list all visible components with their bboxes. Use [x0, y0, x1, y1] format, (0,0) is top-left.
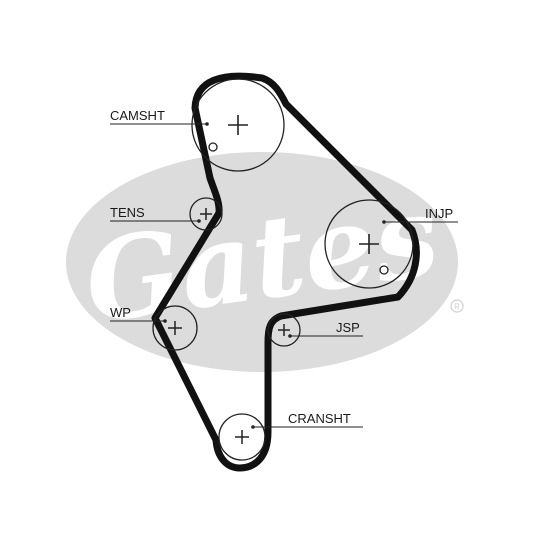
- injection-pump-pulley: [324, 199, 414, 289]
- leader-lines: [110, 122, 458, 429]
- camshaft-pulley-circle: [191, 78, 285, 172]
- water-pump-pulley-circle: [152, 305, 198, 351]
- tensioner-pulley: [189, 197, 223, 231]
- jockey-center-cross-icon: [278, 324, 290, 336]
- injection-pump-timing-mark-icon: [379, 265, 389, 275]
- tensioner-label: TENS: [110, 205, 145, 220]
- tensioner-center-cross-icon: [200, 208, 212, 220]
- crankshaft-pulley-circle: [218, 413, 266, 461]
- registered-mark-circle: [450, 299, 464, 313]
- jockey-label: JSP: [336, 320, 360, 335]
- watermark-ellipse: [66, 152, 458, 372]
- crankshaft-leader-dot: [251, 425, 255, 429]
- water-pump-pulley: [152, 305, 198, 351]
- camshaft-label: CAMSHT: [110, 108, 165, 123]
- registered-mark-icon: R: [454, 303, 460, 312]
- camshaft-pulley: [191, 78, 285, 172]
- camshaft-timing-mark-icon: [208, 142, 218, 152]
- camshaft-center-cross-icon: [228, 115, 248, 135]
- camshaft-leader-dot: [205, 122, 209, 126]
- jockey-leader-dot: [288, 334, 292, 338]
- timing-belt: [151, 72, 420, 472]
- injection-pump-pulley-circle: [324, 199, 414, 289]
- water-pump-leader-dot: [163, 319, 167, 323]
- tensioner-pulley-circle: [189, 197, 223, 231]
- tensioner-leader-dot: [197, 219, 201, 223]
- water-pump-center-cross-icon: [168, 321, 182, 335]
- crankshaft-label: CRANSHT: [288, 411, 351, 426]
- water-pump-label: WP: [110, 305, 131, 320]
- jockey-pulley-circle: [267, 313, 301, 347]
- jockey-pulley: [267, 313, 301, 347]
- crankshaft-pulley: [218, 413, 266, 461]
- injection-pump-label: INJP: [425, 206, 453, 221]
- crankshaft-center-cross-icon: [235, 430, 249, 444]
- injection-pump-center-cross-icon: [359, 234, 379, 254]
- gates-watermark: Gates R: [66, 152, 464, 372]
- injection-pump-leader-dot: [382, 220, 386, 224]
